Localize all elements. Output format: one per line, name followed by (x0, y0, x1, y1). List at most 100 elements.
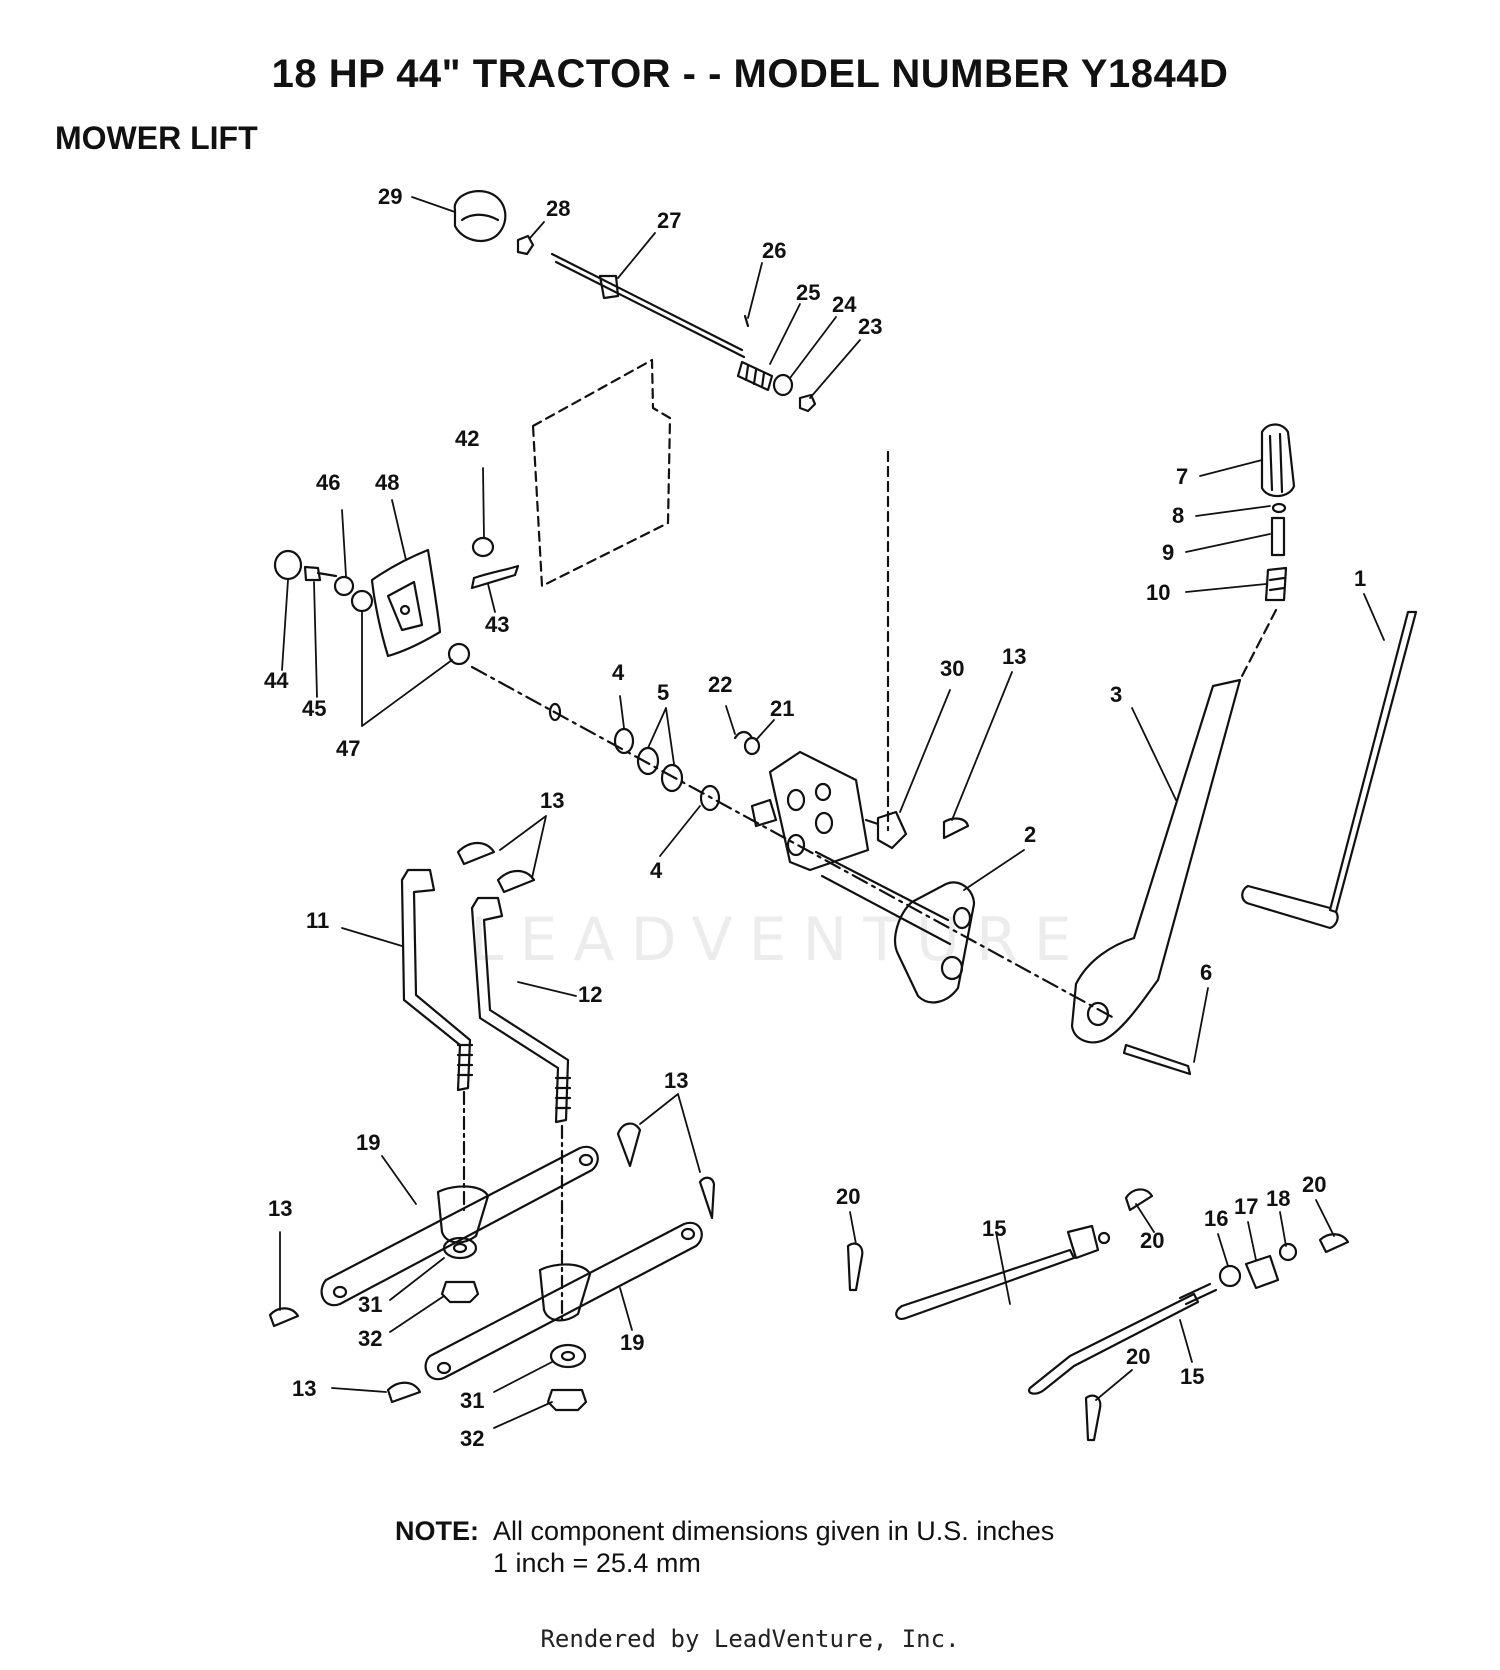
note-line-1: All component dimensions given in U.S. i… (493, 1516, 1055, 1546)
callout-4-lower: 4 (650, 858, 663, 883)
part-47-washer-2 (447, 642, 471, 666)
part-20-pin-d (1084, 1394, 1102, 1442)
shaft-centerline (470, 665, 1116, 1020)
part-16-washer (1218, 1264, 1242, 1288)
callout-28: 28 (546, 196, 570, 221)
callout-12: 12 (578, 982, 602, 1007)
callout-47: 47 (336, 736, 360, 761)
part-13-pin (942, 817, 970, 840)
callout-6: 6 (1200, 960, 1212, 985)
lever-centerline (1238, 608, 1278, 682)
callout-22: 22 (708, 672, 732, 697)
page-title: 18 HP 44" TRACTOR - - MODEL NUMBER Y1844… (271, 52, 1229, 96)
callout-13-b: 13 (540, 788, 564, 813)
part-31-32-lower (546, 1343, 588, 1412)
callout-13-a: 13 (1002, 644, 1026, 669)
part-43-clip (470, 564, 520, 590)
callout-32-upper: 32 (358, 1326, 382, 1351)
dimension-note: NOTE: All component dimensions given in … (395, 1515, 1054, 1579)
part-15-rod-lower (1028, 1282, 1218, 1395)
callout-32-lower: 32 (460, 1426, 484, 1451)
callout-16: 16 (1204, 1206, 1228, 1231)
part-25-spring (736, 360, 774, 392)
part-19-arm-lower (424, 1221, 703, 1381)
part-23-nut (798, 393, 817, 413)
callout-46: 46 (316, 470, 340, 495)
part-12-link (470, 896, 572, 1124)
callout-15-lower: 15 (1180, 1364, 1204, 1389)
part-20-pin-b (1124, 1188, 1154, 1212)
callout-9: 9 (1162, 540, 1174, 565)
callout-1: 1 (1354, 566, 1366, 591)
callout-18: 18 (1266, 1186, 1290, 1211)
callout-21: 21 (770, 696, 794, 721)
part-10-spring (1264, 566, 1288, 602)
part-2-lift-shaft (750, 750, 976, 1004)
section-title: MOWER LIFT (55, 120, 258, 156)
callout-10: 10 (1146, 580, 1170, 605)
part-42-washer (471, 536, 495, 558)
part-13-pin-bottom (386, 1381, 422, 1404)
part-46-washer (333, 575, 355, 597)
callout-45: 45 (302, 696, 326, 721)
part-29-knob (453, 190, 507, 243)
part-31-32-upper (440, 1236, 480, 1304)
link-centerline (462, 1090, 564, 1322)
part-13-pin-right (616, 1122, 642, 1168)
part-13-pin-upper (456, 841, 496, 866)
part-24-washer (772, 373, 794, 397)
callout-8: 8 (1172, 503, 1184, 528)
note-line-2: 1 inch = 25.4 mm (493, 1548, 701, 1578)
callout-31-lower: 31 (460, 1388, 484, 1413)
callout-24: 24 (832, 292, 857, 317)
callout-2: 2 (1024, 822, 1036, 847)
callout-17: 17 (1234, 1194, 1258, 1219)
callout-25: 25 (796, 280, 820, 305)
part-20-pin-a (846, 1242, 864, 1292)
leader-lines (279, 196, 1385, 1429)
callout-4-upper: 4 (612, 660, 625, 685)
part-15-rod-upper (895, 1224, 1111, 1320)
part-13-pin-right-2 (698, 1176, 716, 1220)
part-7-grip (1260, 423, 1296, 498)
part-48-plate (370, 548, 442, 658)
note-label: NOTE: (395, 1516, 479, 1546)
part-13-pin-upper-2 (496, 869, 536, 894)
part-30-collar (864, 810, 908, 850)
part-21-clip (743, 736, 761, 756)
part-9-sleeve (1270, 516, 1286, 557)
callout-29: 29 (378, 184, 402, 209)
callout-43: 43 (485, 612, 509, 637)
part-28-nut (516, 234, 535, 256)
part-8-ferrule (1271, 502, 1287, 514)
part-22-pin (733, 730, 754, 740)
callout-20-c: 20 (1302, 1172, 1326, 1197)
part-45-bolt (303, 565, 338, 582)
part-13-pin-left (268, 1307, 300, 1328)
callout-27: 27 (657, 208, 681, 233)
callout-42: 42 (455, 426, 479, 451)
callout-19-upper: 19 (356, 1130, 380, 1155)
callout-13-d: 13 (268, 1196, 292, 1221)
callout-48: 48 (375, 470, 399, 495)
part-1-rod (1241, 610, 1418, 930)
callout-labels: 29 28 27 26 25 24 23 42 46 48 43 44 45 4… (264, 184, 1366, 1451)
callout-44: 44 (264, 668, 289, 693)
part-19-arm-upper (320, 1145, 599, 1307)
dashed-panel (531, 358, 890, 832)
part-20-pin-c (1318, 1233, 1350, 1254)
callout-20-a: 20 (836, 1184, 860, 1209)
part-17-block (1244, 1254, 1280, 1290)
part-3-lift-lever (1070, 678, 1242, 1044)
callout-13-e: 13 (292, 1376, 316, 1401)
callout-20-b: 20 (1140, 1228, 1164, 1253)
callout-5: 5 (657, 680, 669, 705)
callout-19-lower: 19 (620, 1330, 644, 1355)
part-47-washer (350, 589, 374, 613)
callout-20-d: 20 (1126, 1344, 1150, 1369)
callout-13-c: 13 (664, 1068, 688, 1093)
callout-15-upper: 15 (982, 1216, 1006, 1241)
part-11-link (400, 868, 474, 1092)
callout-31-upper: 31 (358, 1292, 382, 1317)
